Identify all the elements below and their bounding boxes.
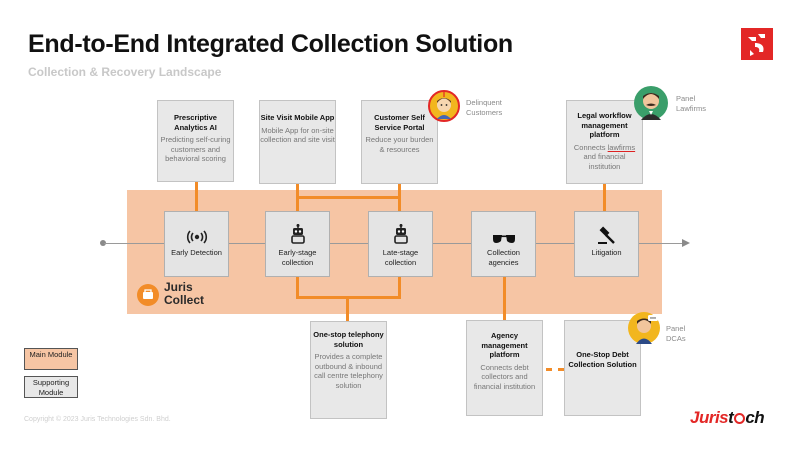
box-agency-management: Agency management platform Connects debt… — [466, 320, 543, 416]
module-label: Collection agencies — [487, 248, 520, 267]
wordmark-line1: Juris — [164, 280, 193, 294]
connector-top-bridge — [296, 196, 401, 199]
connector-dashed — [546, 368, 564, 371]
timeline-start-dot — [100, 240, 106, 246]
module-collection-agencies: Collection agencies — [471, 211, 536, 277]
logo-part-t: t — [728, 408, 734, 427]
box-desc-pre: Connects — [573, 142, 608, 152]
timeline-axis-4 — [536, 243, 574, 244]
page-title: End-to-End Integrated Collection Solutio… — [28, 30, 513, 58]
juris-collect-wordmark: Juris Collect — [164, 281, 204, 307]
panel-dca-avatar — [628, 312, 660, 344]
timeline-axis-1 — [229, 243, 265, 244]
signal-icon — [165, 224, 228, 244]
box-title: Legal workflow management platform — [577, 111, 632, 139]
panel-lawfirms-label: Panel Lawfirms — [676, 94, 707, 113]
connector-telephony — [346, 296, 349, 322]
box-self-service-portal: Customer Self Service Portal Reduce your… — [361, 100, 438, 184]
legend-supporting-module: Supporting Module — [24, 376, 78, 398]
box-one-stop-debt: One-Stop Debt Collection Solution — [564, 320, 641, 416]
box-desc: Predicting self-curing customers and beh… — [160, 135, 231, 163]
gavel-icon — [575, 224, 638, 244]
robot-icon — [266, 224, 329, 244]
box-title: Prescriptive Analytics AI — [174, 113, 217, 132]
timeline-axis-2 — [330, 243, 368, 244]
box-desc: Mobile App for on-site collection and si… — [260, 125, 335, 145]
connector-prescriptive — [195, 181, 198, 211]
module-litigation: Litigation — [574, 211, 639, 277]
timeline-axis-left — [104, 243, 164, 244]
box-title: Customer Self Service Portal — [374, 113, 425, 132]
logo-part-juris: Juris — [690, 408, 729, 427]
box-title: One-stop telephony solution — [313, 330, 384, 349]
box-desc-link: lawfirms — [607, 142, 636, 152]
juris-collect-logo-icon — [137, 284, 159, 306]
module-late-stage: Late-stage collection — [368, 211, 433, 277]
box-legal-workflow: Legal workflow management platform Conne… — [566, 100, 643, 184]
box-desc: Connects lawfirms and financial institut… — [567, 143, 642, 172]
box-desc: Reduce your burden & resources — [365, 135, 434, 154]
logo-gear-icon — [733, 413, 745, 424]
box-title: Site Visit Mobile App — [260, 113, 335, 122]
brand-mark-icon — [741, 28, 773, 60]
box-desc-post: and financial institution — [583, 152, 626, 171]
box-site-visit-app: Site Visit Mobile App Mobile App for on-… — [259, 100, 336, 184]
panel-lawfirm-avatar — [634, 86, 668, 120]
wordmark-line2: Collect — [164, 293, 205, 307]
module-label: Late-stage collection — [382, 248, 419, 267]
delinquent-customers-label: Delinquent Customers — [466, 98, 503, 117]
panel-dcas-label: Panel DCAs — [666, 324, 686, 343]
logo-part-ch: ch — [745, 408, 765, 427]
timeline-axis-3 — [433, 243, 471, 244]
timeline-axis-right — [639, 243, 683, 244]
module-label: Early Detection — [171, 248, 222, 257]
connector-legal — [603, 183, 606, 213]
page-subtitle: Collection & Recovery Landscape — [28, 65, 222, 79]
module-label: Litigation — [591, 248, 622, 257]
sunglasses-icon — [472, 224, 535, 244]
box-desc: Connects debt collectors and financial i… — [473, 362, 536, 391]
copyright-text: Copyright © 2023 Juris Technologies Sdn.… — [24, 416, 171, 423]
module-early-stage: Early-stage collection — [265, 211, 330, 277]
connector-agency — [503, 277, 506, 321]
module-early-detection: Early Detection — [164, 211, 229, 277]
box-title: Agency management platform — [481, 331, 528, 359]
timeline-arrowhead — [682, 239, 690, 247]
connector-late-down — [398, 277, 401, 298]
box-telephony: One-stop telephony solution Provides a c… — [310, 321, 387, 419]
box-prescriptive-analytics: Prescriptive Analytics AI Predicting sel… — [157, 100, 234, 182]
connector-early-down — [296, 277, 299, 298]
module-label: Early-stage collection — [278, 248, 317, 267]
legend-main-module: Main Module — [24, 348, 78, 370]
robot-icon — [369, 224, 432, 244]
box-desc: Provides a complete outbound & inbound c… — [314, 352, 383, 390]
box-title: One-Stop Debt Collection Solution — [568, 350, 637, 369]
delinquent-customer-avatar — [428, 90, 460, 122]
